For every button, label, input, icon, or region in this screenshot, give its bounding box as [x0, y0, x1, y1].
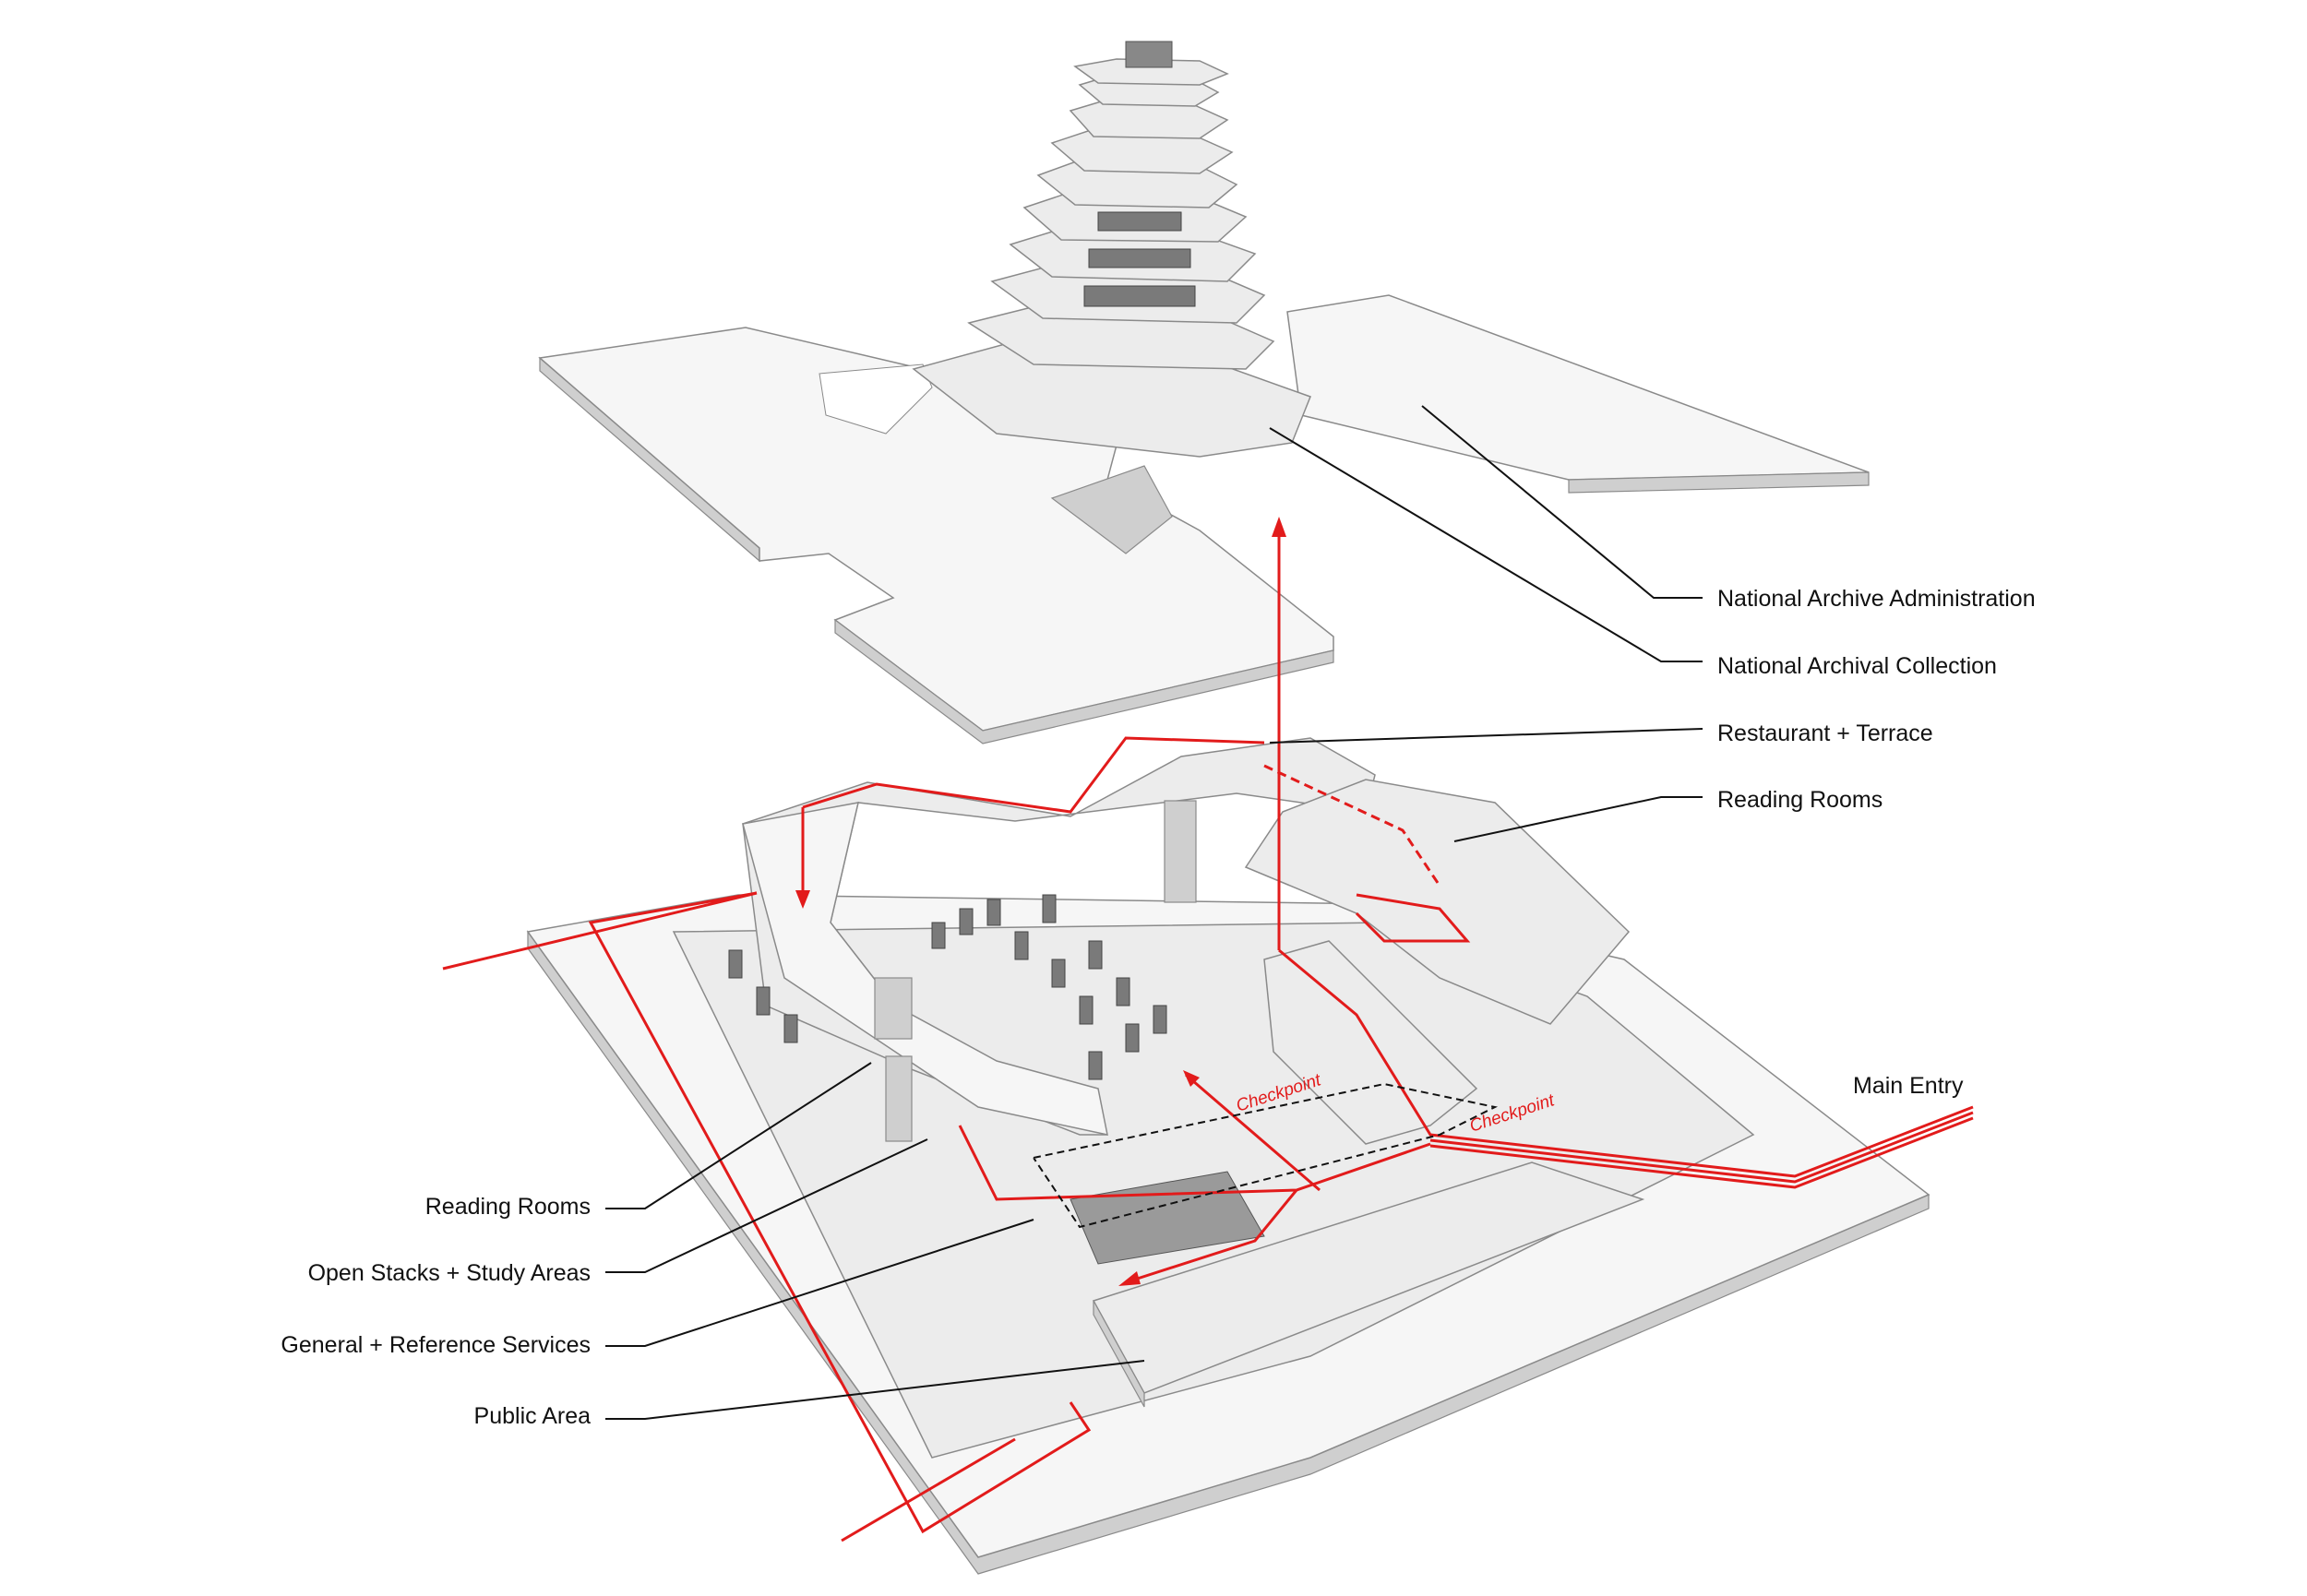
reading-rooms-level [728, 737, 1631, 1145]
ground-level-plate [526, 894, 1930, 1575]
label-public-area: Public Area [474, 1403, 592, 1429]
label-national-archival-collection: National Archival Collection [1717, 653, 1997, 679]
label-restaurant-terrace: Restaurant + Terrace [1717, 721, 1933, 746]
main-entry-path [1278, 948, 1974, 1178]
label-reading-rooms-lower: Reading Rooms [425, 1194, 591, 1220]
label-national-archive-administration: National Archive Administration [1717, 586, 2036, 612]
archive-tower [912, 41, 1311, 554]
label-open-stacks: Open Stacks + Study Areas [308, 1260, 591, 1286]
circulation-paths [442, 517, 1974, 1542]
label-reading-rooms-upper: Reading Rooms [1717, 787, 1883, 813]
leader-lines [605, 405, 1703, 1420]
checkpoint-zone [1033, 1082, 1499, 1229]
archive-level-plate [538, 294, 1870, 744]
open-stacks [728, 894, 1167, 1080]
label-main-entry: Main Entry [1853, 1073, 1964, 1099]
label-general-reference: General + Reference Services [281, 1332, 591, 1358]
